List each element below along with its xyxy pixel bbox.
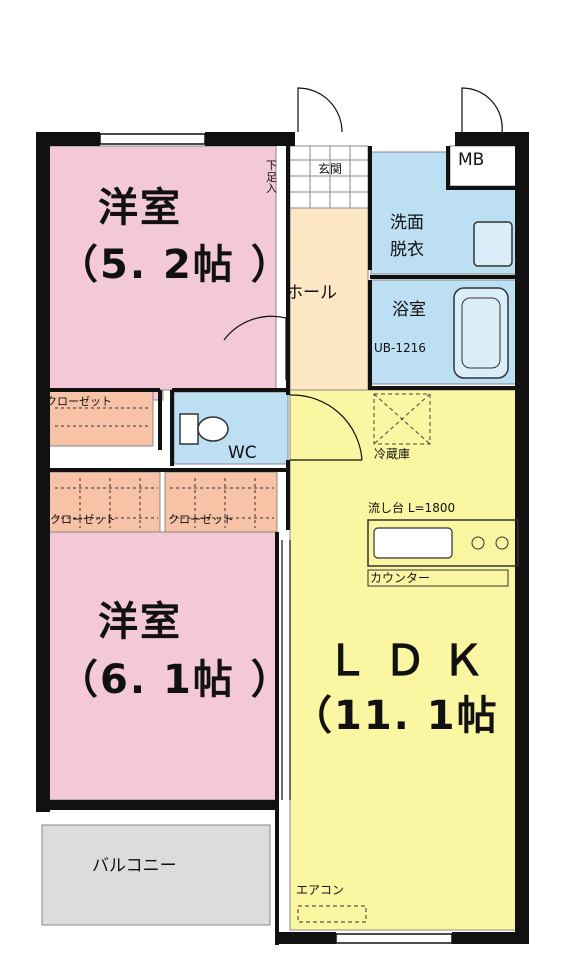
ldk-area <box>289 389 519 931</box>
closet-top-label: クローゼット <box>46 395 112 408</box>
bedroom-2-size: （6. 1帖 ） <box>58 657 293 703</box>
closet-right-label: クローゼット <box>168 513 234 526</box>
bedroom-2-area <box>47 531 277 801</box>
hall-label: ホール <box>286 283 337 303</box>
aircon-label: エアコン <box>296 883 345 897</box>
mb-area <box>449 145 518 187</box>
ldk-size: （11. 1帖 ） <box>292 693 557 739</box>
bathroom-label: 浴室 <box>392 300 426 320</box>
ldk-name: ＬＤＫ <box>326 636 501 685</box>
entrance-label: 玄関 <box>318 162 343 176</box>
closet-left-area <box>47 471 161 533</box>
washroom-label-1: 洗面 <box>390 213 424 233</box>
sink-label: 流し台 L=1800 <box>368 501 456 515</box>
fridge-label: 冷蔵庫 <box>374 447 411 461</box>
wc-label: WC <box>228 443 257 463</box>
bedroom-1-area <box>47 145 277 391</box>
bedroom-2-name: 洋室 <box>98 599 182 645</box>
bedroom-1-name: 洋室 <box>98 185 182 231</box>
counter-label: カウンター <box>370 571 431 585</box>
unit-bath-label: UB-1216 <box>374 341 426 355</box>
closet-top-area <box>47 389 154 447</box>
entrance-area <box>289 145 369 209</box>
shoe-storage-label: 下足入 <box>266 159 277 196</box>
bedroom-1-size: （5. 2帖 ） <box>58 242 293 288</box>
balcony-label: バルコニー <box>92 856 177 876</box>
mb-label: MB <box>458 150 485 170</box>
balcony-area <box>41 824 271 926</box>
closet-left-label: クローゼット <box>50 513 116 526</box>
washroom-label-2: 脱衣 <box>390 240 424 260</box>
